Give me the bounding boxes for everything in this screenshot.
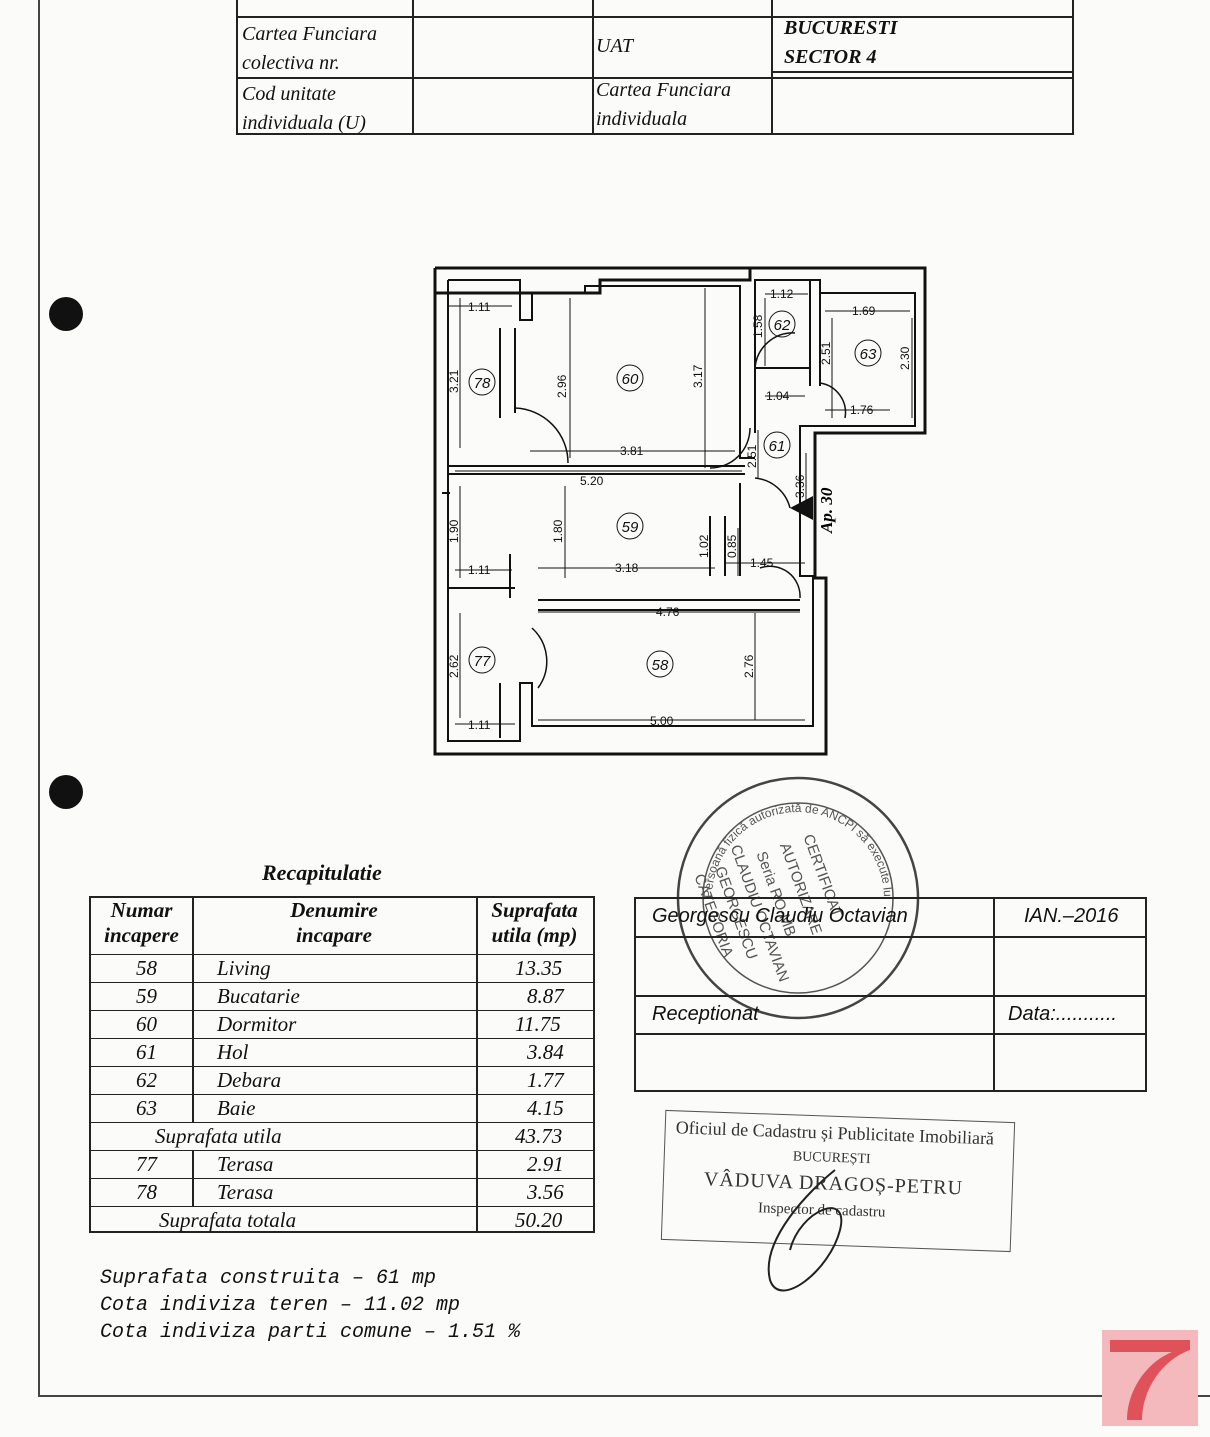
svg-text:2.51: 2.51 — [819, 341, 833, 365]
punch-hole — [49, 775, 83, 809]
entrance-arrow-icon — [790, 496, 813, 520]
svg-text:1.76: 1.76 — [850, 403, 874, 417]
room-label: 58 — [652, 657, 669, 674]
svg-text:1.11: 1.11 — [468, 300, 491, 314]
door-arc — [754, 477, 791, 509]
outer-wall — [433, 266, 927, 756]
room-label: 63 — [860, 346, 877, 363]
received-label: Receptionat — [652, 1003, 759, 1025]
door-arc — [759, 565, 801, 599]
svg-text:1.90: 1.90 — [447, 519, 461, 543]
svg-text:2.76: 2.76 — [742, 654, 756, 678]
svg-text:1.02: 1.02 — [697, 534, 711, 558]
handwritten-signature — [767, 1169, 843, 1292]
door-arc — [709, 427, 751, 469]
note-construita: Suprafata construita – 61 mp — [100, 1267, 437, 1290]
room-label: 77 — [474, 653, 491, 670]
door-arc — [531, 627, 548, 689]
inner-wall — [447, 279, 916, 742]
svg-text:3.17: 3.17 — [691, 364, 705, 388]
door-arc — [514, 407, 569, 464]
svg-text:3.36: 3.36 — [793, 474, 807, 498]
svg-text:4.76: 4.76 — [656, 605, 680, 619]
inner-wall — [448, 279, 755, 459]
note-cota-comune: Cota indiviza parti comune – 1.51 % — [100, 1321, 521, 1344]
punch-hole — [49, 297, 83, 331]
svg-text:5.00: 5.00 — [650, 714, 674, 728]
signature-table: Georgescu Claudiu Octavian IAN.–2016 Rec… — [634, 897, 1147, 1092]
svg-text:5.20: 5.20 — [580, 474, 604, 488]
svg-text:1.80: 1.80 — [551, 519, 565, 543]
page-border-left — [38, 0, 40, 1397]
svg-text:2.62: 2.62 — [447, 654, 461, 678]
svg-text:1.45: 1.45 — [750, 556, 774, 570]
author-name: Georgescu Claudiu Octavian — [652, 905, 908, 927]
room-label: 62 — [774, 317, 791, 334]
page-border-bottom — [38, 1395, 1210, 1397]
author-date: IAN.–2016 — [1024, 905, 1119, 927]
surface-notes: Suprafata construita – 61 mp Cota indivi… — [100, 1265, 520, 1346]
apartment-label: Ap. 30 — [817, 487, 836, 534]
svg-text:3.21: 3.21 — [447, 369, 461, 393]
data-label: Data:........... — [1008, 1003, 1117, 1025]
svg-text:1.12: 1.12 — [770, 287, 794, 301]
svg-text:0.85: 0.85 — [725, 534, 739, 558]
brand-logo-icon — [1102, 1330, 1198, 1426]
door-arc — [819, 382, 847, 419]
note-cota-teren: Cota indiviza teren – 11.02 mp — [100, 1294, 461, 1317]
svg-text:1.11: 1.11 — [468, 563, 491, 577]
svg-text:2.30: 2.30 — [898, 346, 912, 370]
certification-stamp: Persoană fizică autorizată de ANCPI să e… — [672, 772, 920, 1020]
svg-text:1.11: 1.11 — [468, 718, 491, 732]
room-label: 59 — [622, 519, 639, 536]
svg-text:1.04: 1.04 — [766, 389, 790, 403]
svg-text:2.51: 2.51 — [745, 444, 759, 468]
door-arc — [754, 332, 796, 369]
room-label: 78 — [474, 375, 491, 392]
label-uat: UAT — [596, 35, 634, 57]
svg-text:3.18: 3.18 — [615, 561, 639, 575]
svg-text:2.96: 2.96 — [555, 374, 569, 398]
room-label: 60 — [622, 371, 639, 388]
svg-text:1.69: 1.69 — [852, 304, 876, 318]
room-label: 61 — [769, 438, 786, 455]
floor-plan: 60 59 58 61 62 63 77 78 Ap. 30 1.11 3.21… — [433, 266, 927, 756]
svg-text:3.81: 3.81 — [620, 444, 644, 458]
svg-text:1.58: 1.58 — [751, 314, 765, 338]
recap-title: Recapitulatie — [262, 860, 382, 885]
